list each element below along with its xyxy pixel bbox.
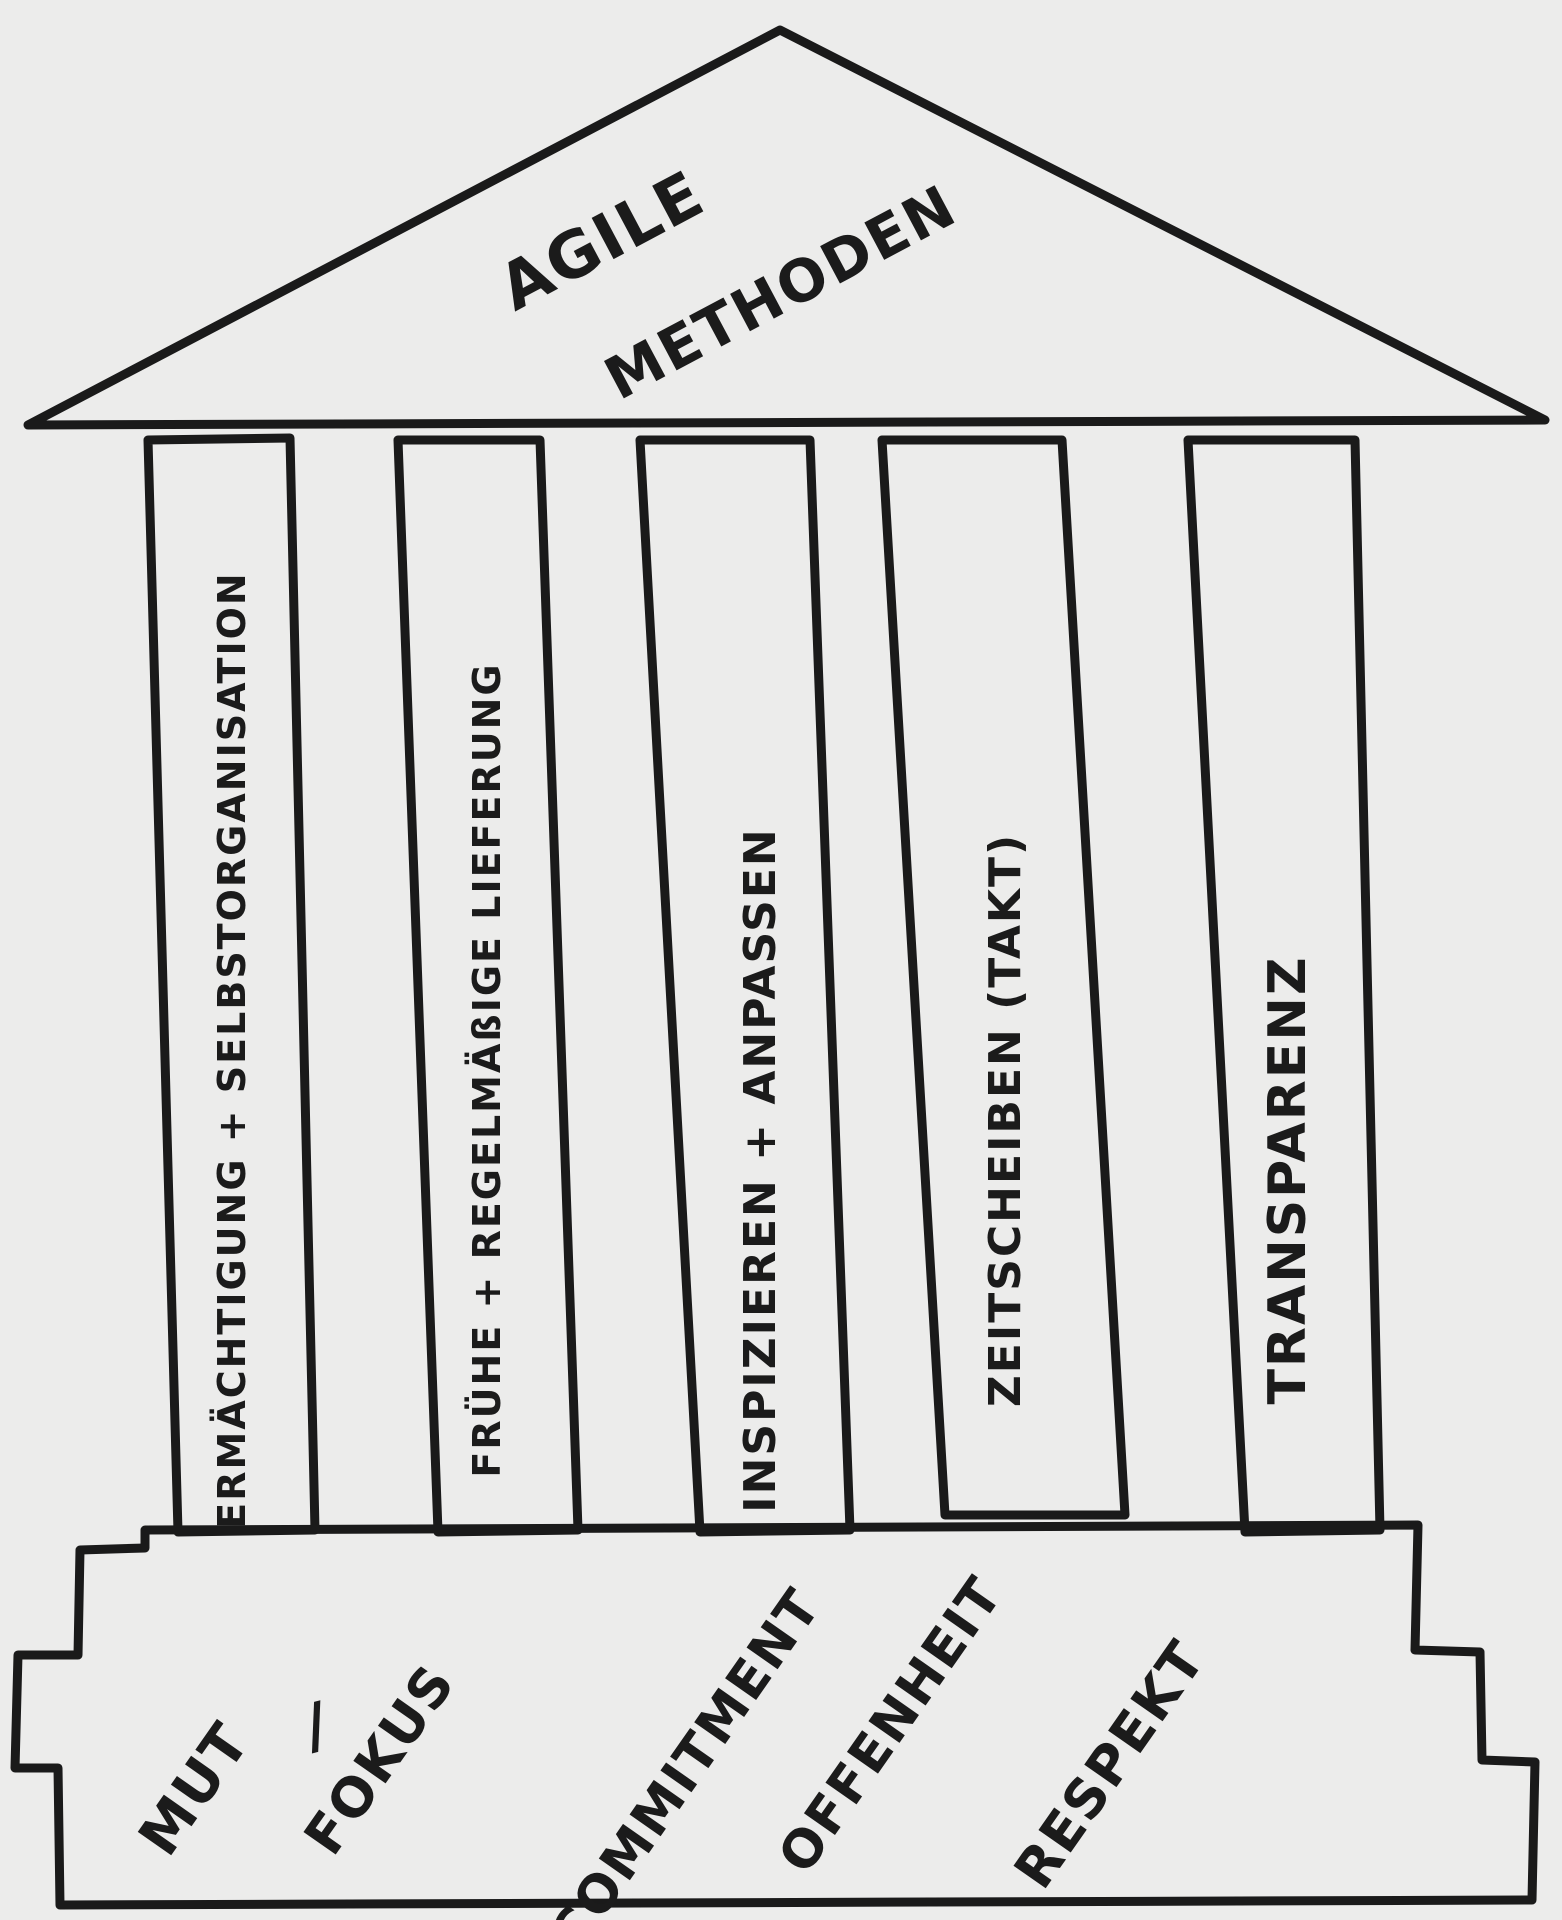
base-value-separator: / [296, 1689, 337, 1763]
base-value-respekt: RESPEKT [1002, 1629, 1218, 1900]
pillar-4 [877, 435, 1130, 1520]
pillar-label-5: TRANSPARENZ [1258, 955, 1318, 1404]
pillar-label-2: FRÜHE + REGELMÄßIGE LIEFERUNG [465, 662, 509, 1477]
pillar-label-3: INSPIZIEREN + ANPASSEN [735, 827, 786, 1513]
roof [23, 25, 1550, 430]
pillar-label-4: ZEITSCHEIBEN (TAKT) [980, 833, 1031, 1407]
base-value-commitment: COMMITMENT [539, 1578, 833, 1920]
roof-title: AGILE METHODEN [487, 157, 967, 413]
pillar-5 [1183, 435, 1385, 1537]
pillar-label-1: ERMÄCHTIGUNG + SELBSTORGANISATION [210, 571, 254, 1528]
base-value-mut: MUT [127, 1711, 264, 1867]
base [10, 1520, 1540, 1910]
base-values: MUT / FOKUS COMMITMENT OFFENHEIT RESPEKT [127, 1566, 1218, 1920]
roof-title-line1: AGILE [487, 157, 716, 326]
pillar-labels: ERMÄCHTIGUNG + SELBSTORGANISATION FRÜHE … [210, 571, 1318, 1528]
